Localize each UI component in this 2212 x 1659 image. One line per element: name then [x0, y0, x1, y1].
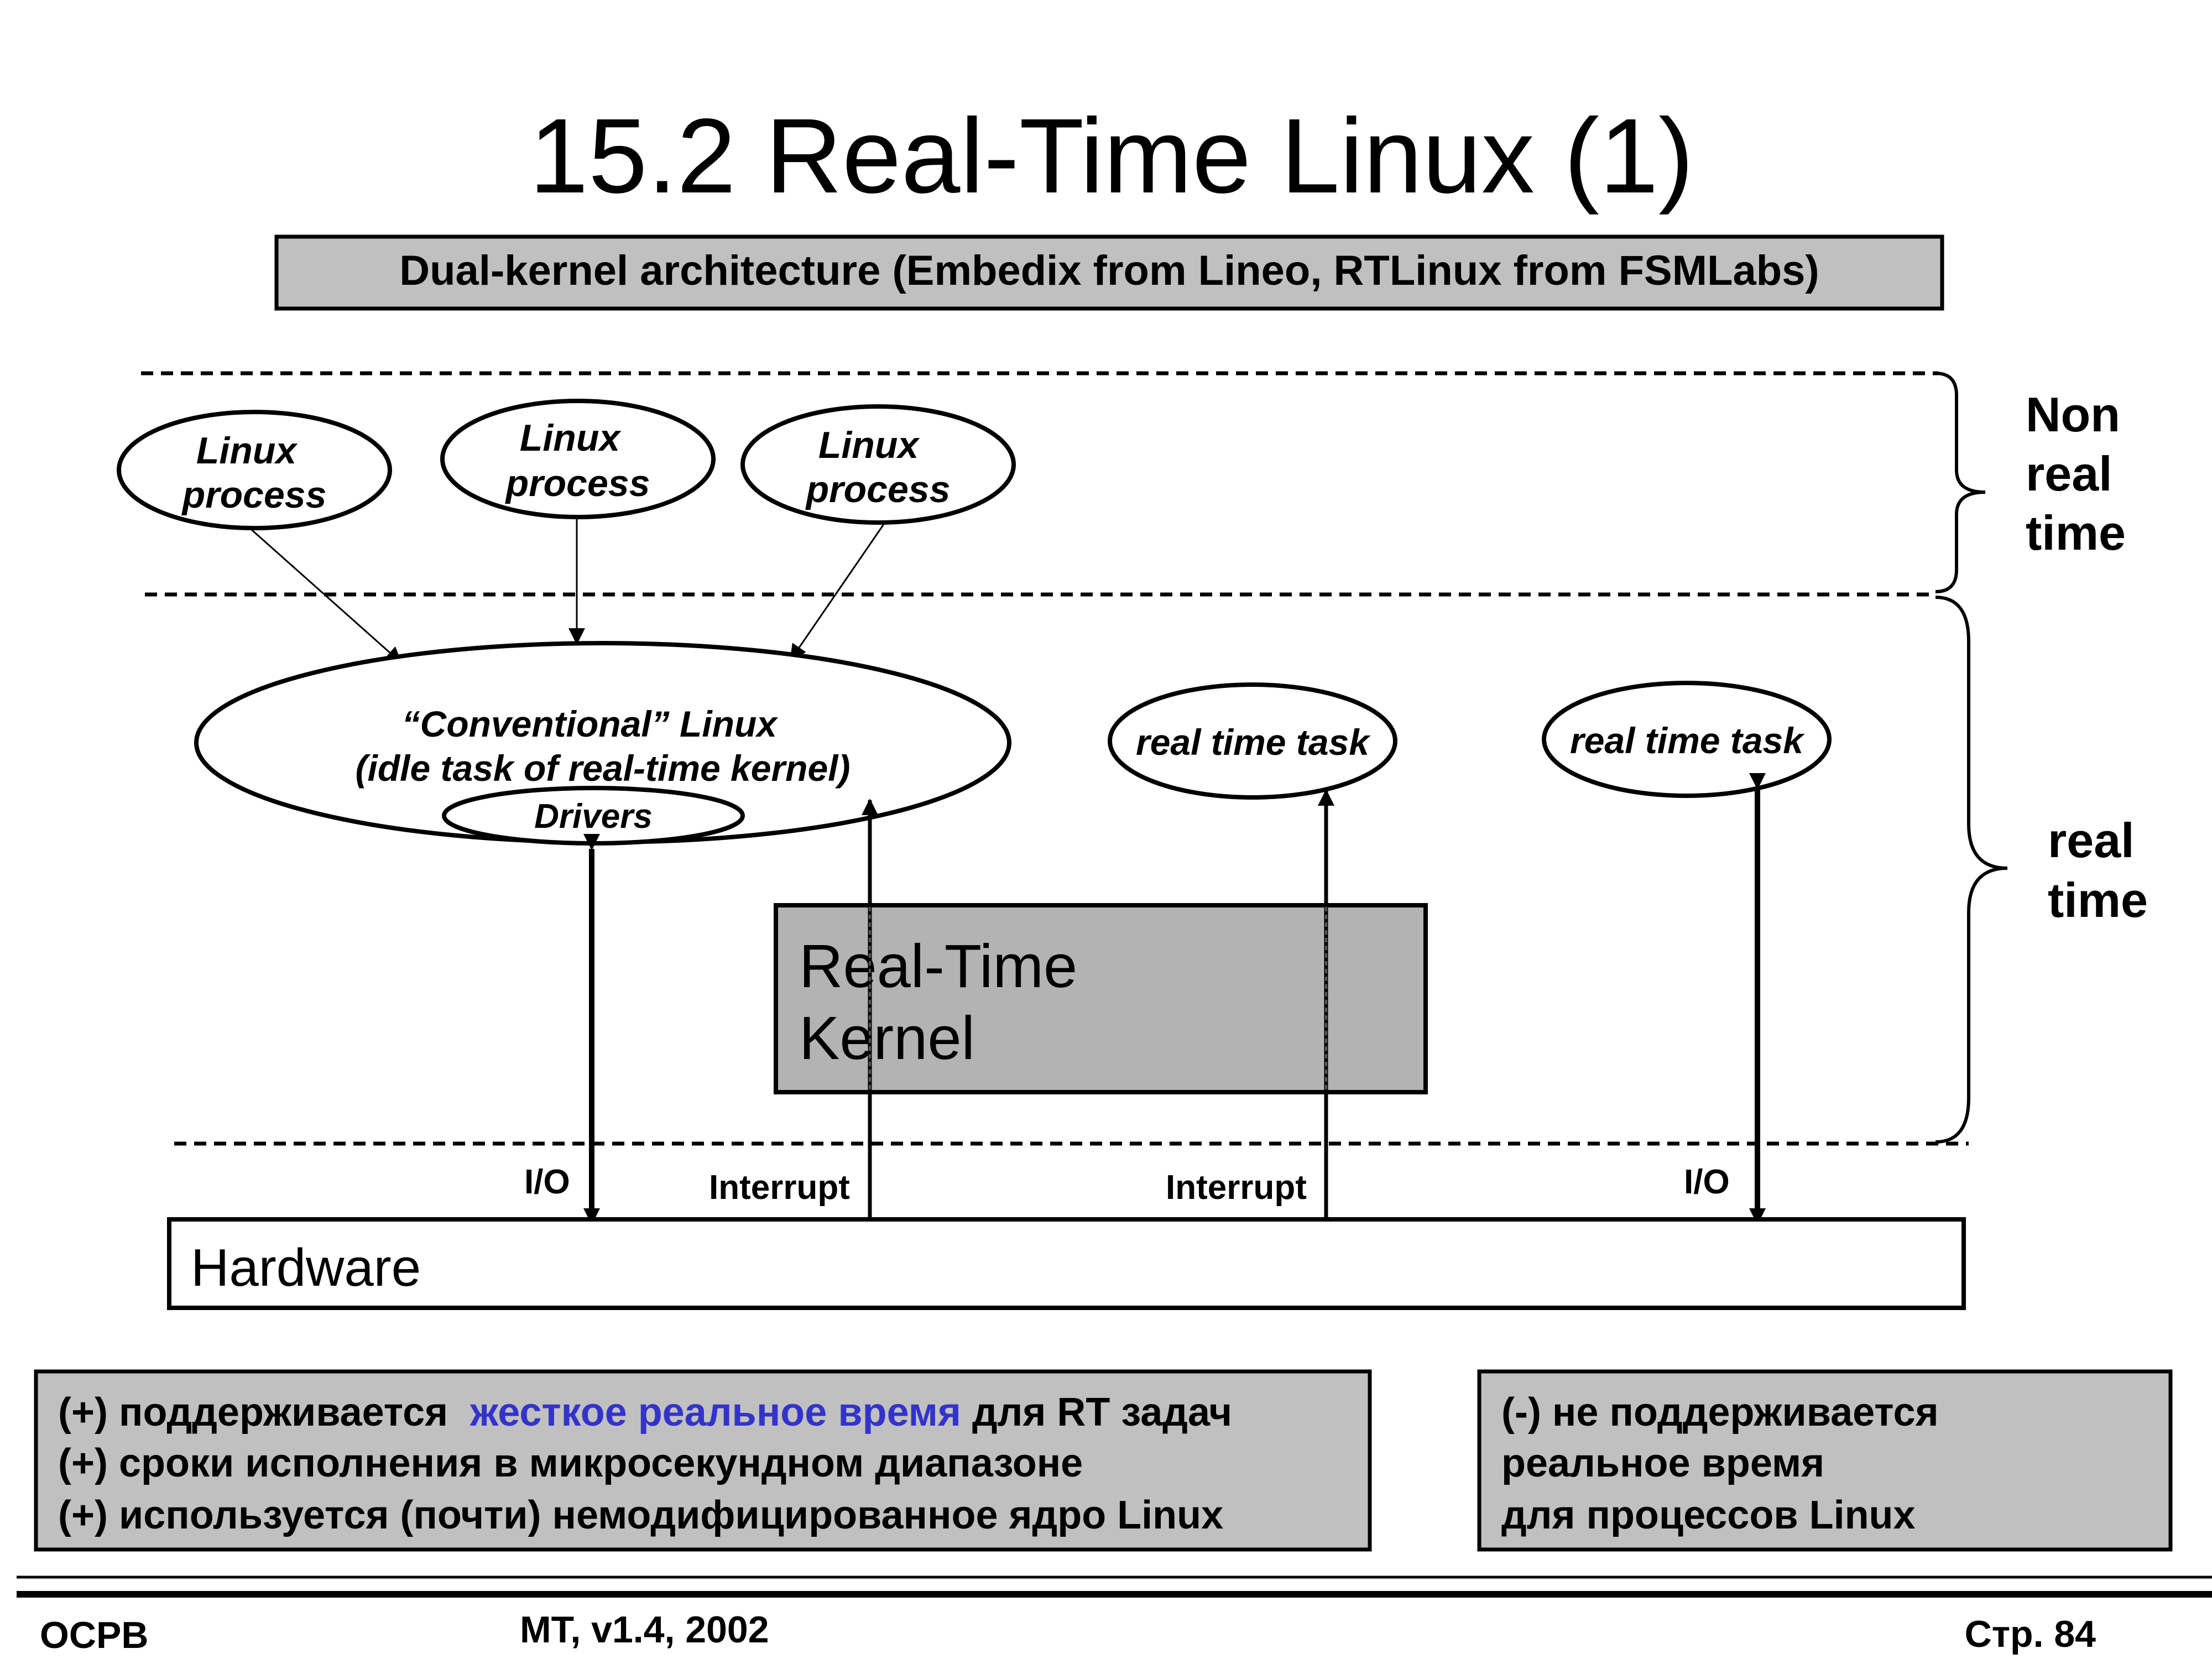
svg-text:Drivers: Drivers — [534, 797, 653, 836]
conventional-linux: “Conventional” Linux (idle task of real-… — [194, 641, 1011, 844]
cons-box — [1477, 1369, 2173, 1552]
label-io-left: I/O — [524, 1163, 570, 1201]
svg-text:Linux process: Linux process — [181, 430, 327, 516]
subtitle: Dual-kernel architecture (Embedix from L… — [399, 247, 1819, 294]
svg-text:real time task: real time task — [1570, 720, 1805, 761]
label-real-time: real time — [2048, 813, 2148, 927]
svg-text:Linux process: Linux process — [505, 417, 650, 504]
arrow-process-3 — [790, 524, 885, 661]
linux-process-2: Linux process — [440, 399, 716, 519]
label-non-real-time: Non real time — [2026, 387, 2134, 560]
footer-left: ОСРВ — [40, 1614, 148, 1656]
hardware-box — [167, 1217, 1966, 1310]
rt-kernel-box — [774, 903, 1428, 1094]
label-interrupt-left: Interrupt — [709, 1168, 850, 1207]
hardware-label: Hardware — [191, 1238, 421, 1297]
brace-real-time — [1935, 596, 2008, 1144]
label-io-right: I/O — [1684, 1163, 1730, 1201]
rt-task-1: real time task — [1108, 682, 1397, 800]
pros-highlight: жесткое реальное время — [469, 1390, 961, 1434]
svg-text:real time task: real time task — [1136, 722, 1371, 763]
subtitle-box — [274, 234, 1944, 311]
slide-title: 15.2 Real-Time Linux (1) — [529, 96, 1694, 215]
drivers: Drivers — [442, 786, 745, 846]
svg-text:“Conventional” Linux (id: “Conventional” Linux (idle task of real-… — [356, 703, 851, 789]
brace-non-real-time — [1935, 372, 1986, 593]
cons-text: (-) не поддерживается реальное время для… — [1501, 1390, 1950, 1537]
pros-line-3: (+) используется (почти) немодифицирован… — [58, 1493, 1223, 1537]
footer-right: Стр. 84 — [1965, 1613, 2096, 1655]
pros-box — [34, 1369, 1372, 1552]
footer-center: МТ, v1.4, 2002 — [520, 1609, 769, 1651]
pros-line-2: (+) сроки исполнения в микросекундном ди… — [58, 1441, 1083, 1485]
linux-process-3: Linux process — [740, 404, 1016, 525]
pros-line-1: (+) поддерживается жесткое реальное врем… — [58, 1390, 1232, 1434]
rt-kernel-label: Real-Time Kernel — [799, 932, 1094, 1072]
rt-task-2: real time task — [1542, 681, 1832, 798]
svg-text:Linux process: Linux process — [805, 424, 951, 510]
label-interrupt-right: Interrupt — [1166, 1168, 1307, 1207]
linux-process-1: Linux process — [117, 410, 392, 530]
arrow-process-1 — [251, 529, 403, 664]
